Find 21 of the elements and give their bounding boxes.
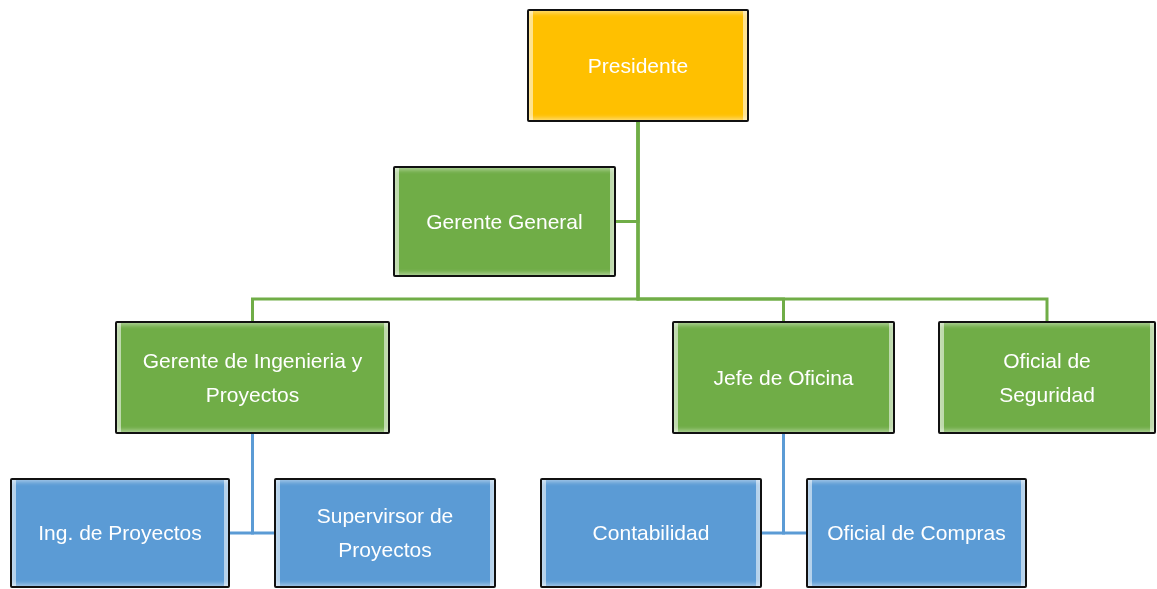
org-box	[938, 321, 1156, 434]
role-title: Supervirsor de Proyectos	[315, 503, 455, 563]
org-box	[527, 9, 749, 122]
role-title: Oficial de Compras	[827, 520, 1006, 547]
org-box	[274, 478, 496, 588]
org-box	[806, 478, 1027, 588]
org-box	[10, 478, 230, 588]
role-title: Gerente de Ingenieria y Proyectos	[141, 347, 364, 408]
role-title: Ing. de Proyectos	[38, 520, 202, 547]
org-box	[540, 478, 762, 588]
role-title: Jefe de Oficina	[713, 364, 854, 391]
connector-line	[782, 434, 806, 535]
org-box	[115, 321, 390, 434]
role-title: Gerente General	[426, 208, 583, 235]
org-box	[393, 166, 616, 277]
connector-line	[636, 122, 1049, 321]
org-box	[672, 321, 895, 434]
role-title: Contabilidad	[592, 520, 710, 547]
role-title: Presidente	[587, 52, 689, 79]
role-title: Oficial de Seguridad	[998, 347, 1096, 408]
connector-line	[251, 434, 274, 535]
